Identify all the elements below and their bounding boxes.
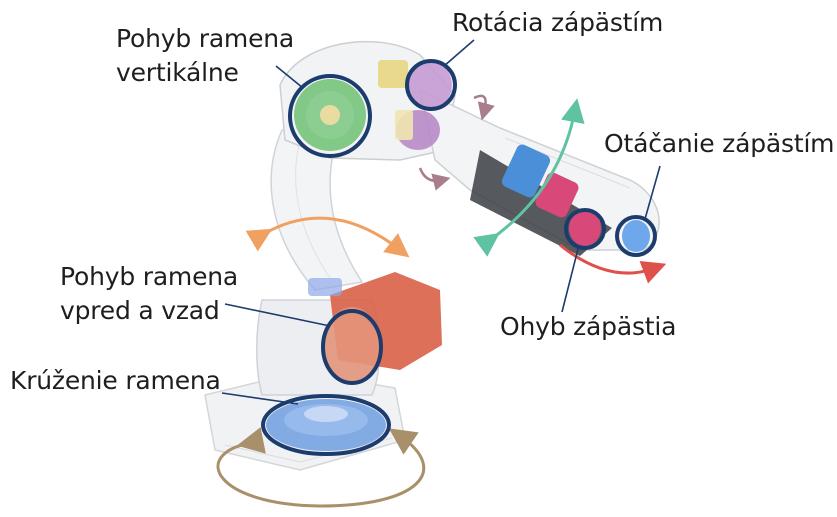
motor-wrist-turn — [622, 220, 650, 252]
label-arm-forward-line1: Pohyb ramena — [60, 260, 238, 294]
label-wrist-bend-text: Ohyb zápästia — [500, 312, 676, 341]
motor-base — [266, 399, 386, 451]
label-arm-vertical-line1: Pohyb ramena — [116, 22, 294, 56]
label-arm-forward-back: Pohyb ramena vpred a vzad — [60, 260, 238, 328]
label-wrist-turning-text: Otáčanie zápästím — [604, 129, 834, 158]
label-arm-vertical: Pohyb ramena vertikálne — [116, 22, 294, 90]
arrow-wrist-rotation — [474, 96, 486, 112]
motor-shoulder — [294, 79, 366, 151]
label-arm-vertical-line2: vertikálne — [116, 56, 294, 90]
label-arm-circling-text: Krúženie ramena — [10, 366, 221, 395]
label-wrist-turning: Otáčanie zápästím — [604, 127, 834, 161]
label-wrist-rotation-text: Rotácia zápästím — [452, 8, 663, 37]
label-arm-forward-line2: vpred a vzad — [60, 294, 238, 328]
label-wrist-rotation: Rotácia zápästím — [452, 6, 663, 40]
label-arm-circling: Krúženie ramena — [10, 364, 221, 398]
arrow-elbow-down — [420, 168, 442, 181]
leader-wrist-rotation — [444, 40, 474, 66]
label-wrist-bend: Ohyb zápästia — [500, 310, 676, 344]
leader-wrist-bend — [562, 249, 578, 312]
